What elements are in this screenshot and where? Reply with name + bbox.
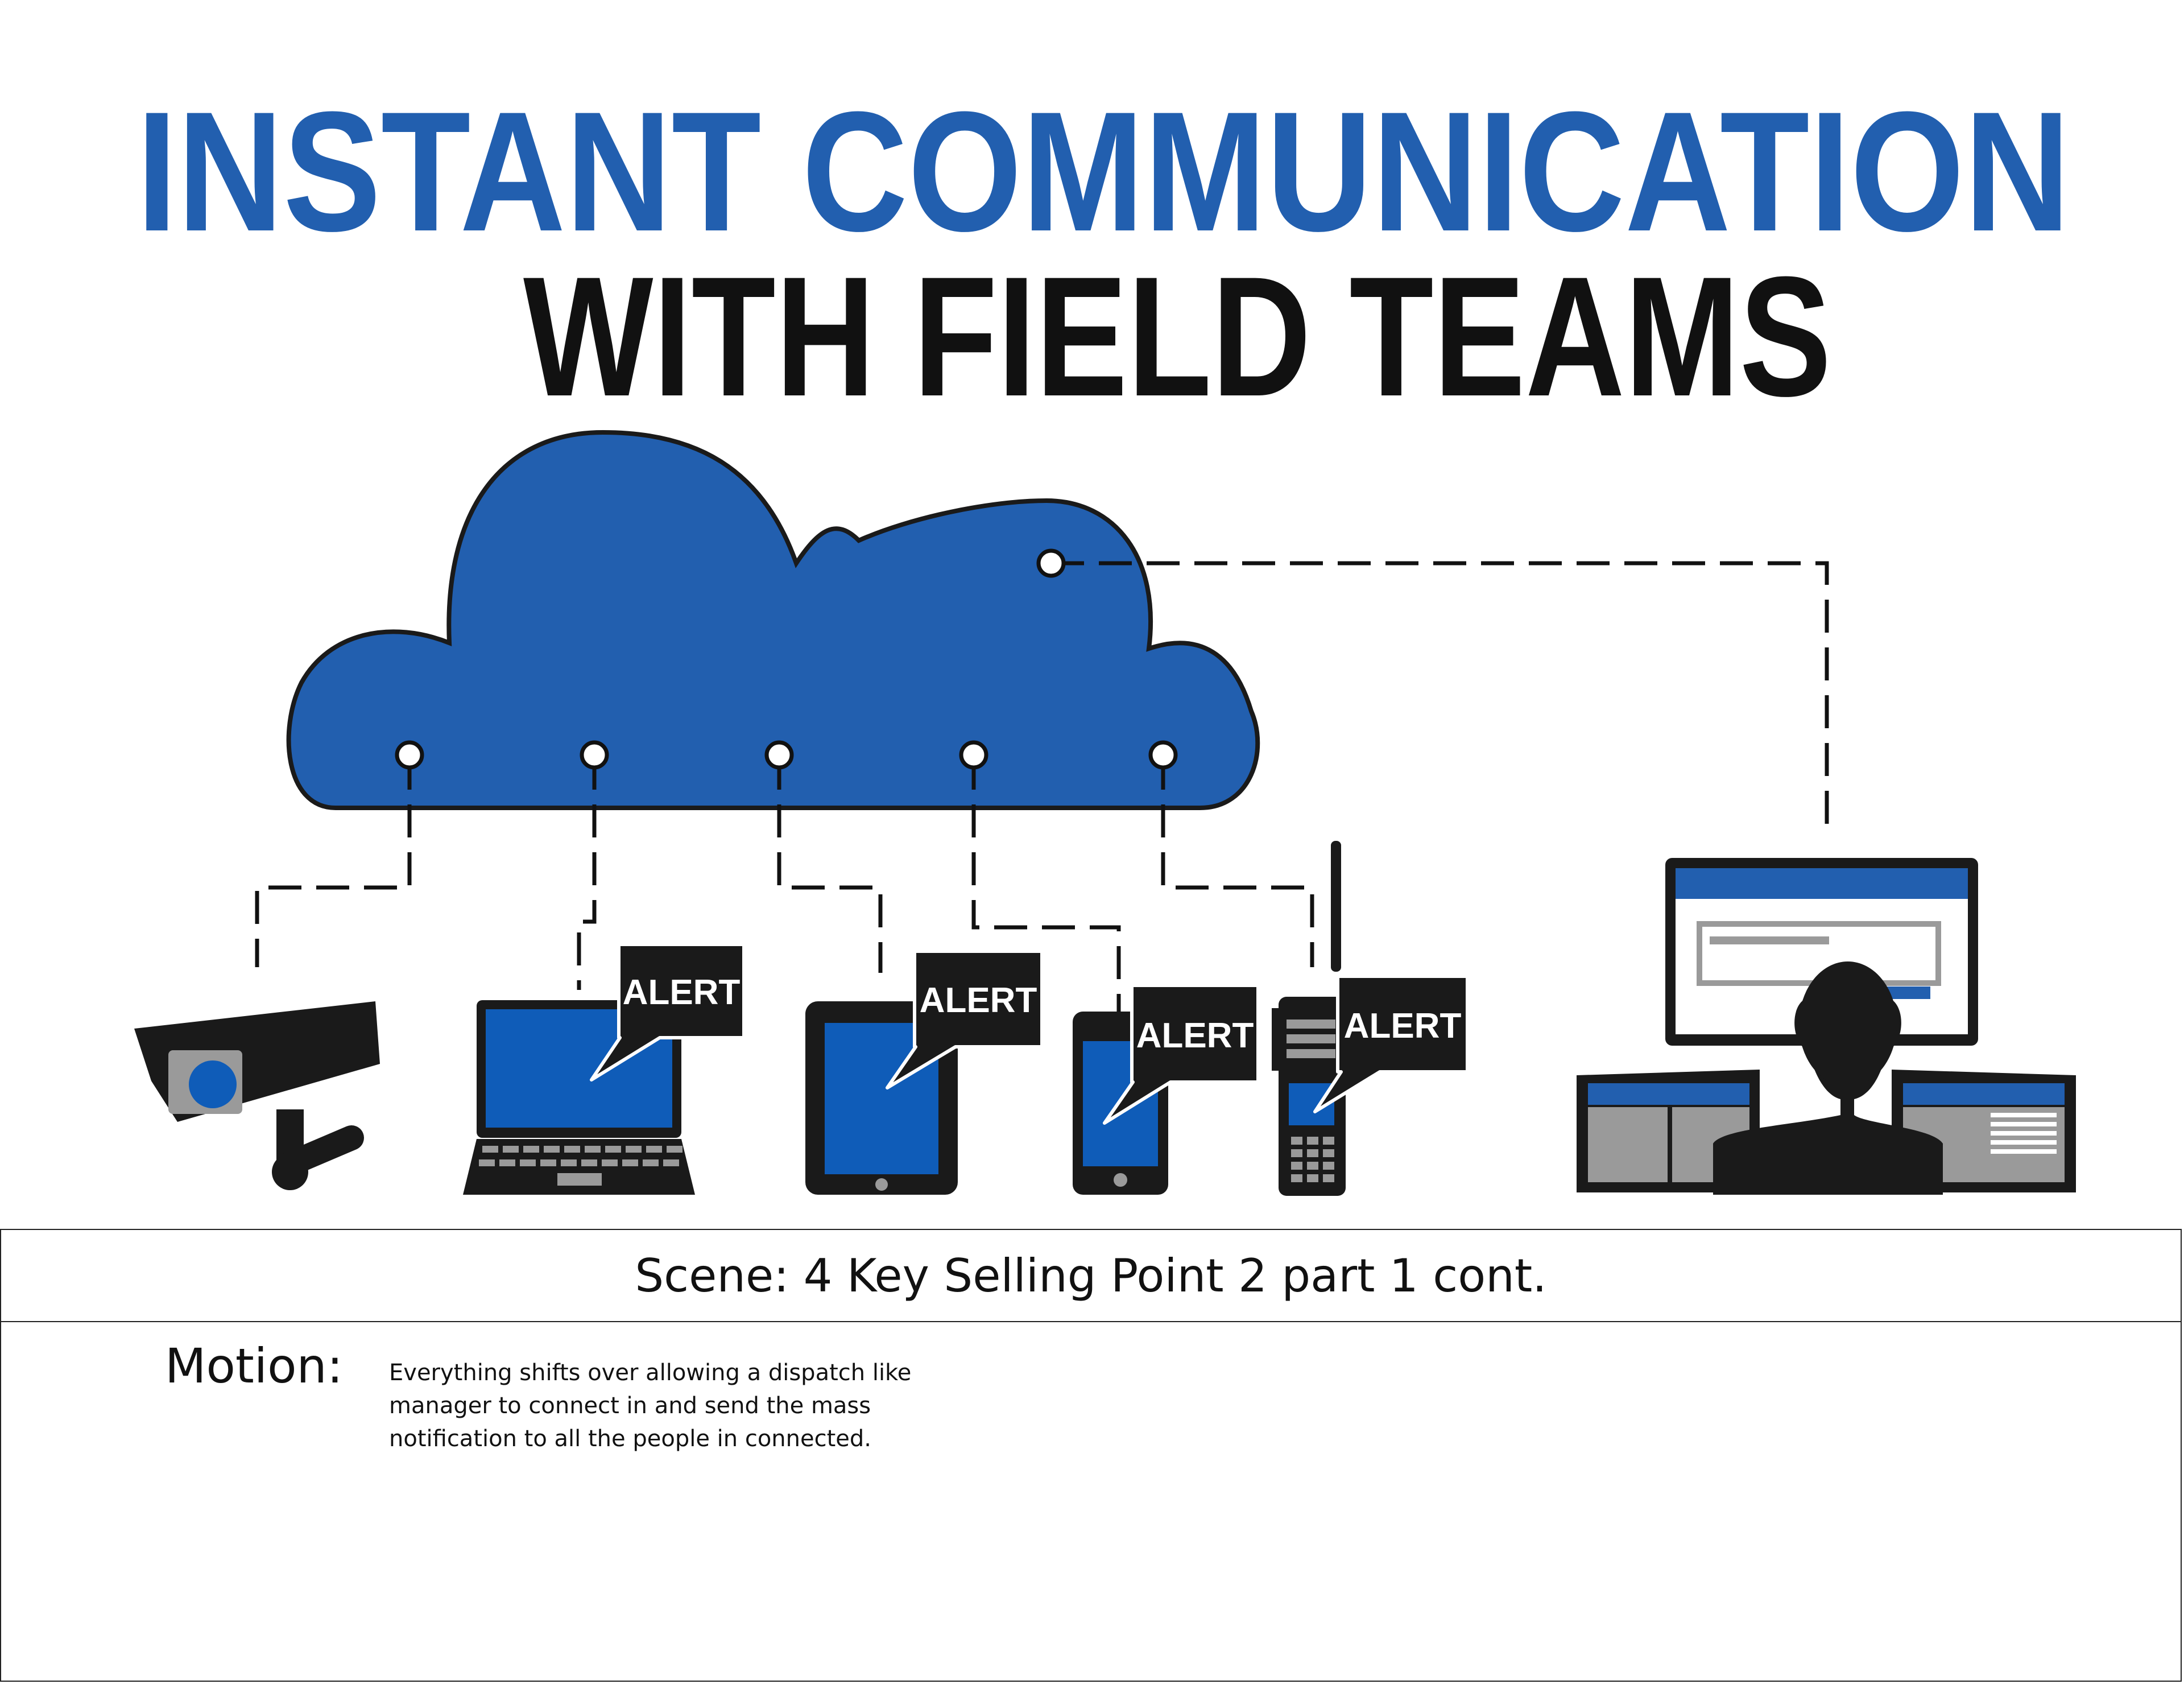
connection-radio — [1161, 757, 1314, 967]
alert-label-phone: ALERT — [1136, 1016, 1254, 1055]
node-tablet — [764, 740, 794, 770]
scene-row: Scene: 4 Key Selling Point 2 part 1 cont… — [1, 1230, 2181, 1322]
cloud-icon — [286, 430, 1260, 810]
dispatcher-workstation-icon — [1577, 858, 2076, 1195]
alert-bubble-radio: ALERT — [1313, 975, 1469, 1113]
node-phone — [959, 740, 988, 770]
connection-lines — [255, 561, 1829, 1013]
motion-label: Motion: — [165, 1338, 344, 1394]
two-way-radio-icon — [1272, 841, 1346, 1196]
connection-phone — [971, 757, 1121, 1013]
connection-camera — [255, 757, 412, 967]
scene-label: Scene: 4 Key Selling Point 2 part 1 cont… — [635, 1249, 1547, 1302]
alert-bubble-tablet: ALERT — [886, 950, 1044, 1089]
alert-label-radio: ALERT — [1344, 1006, 1462, 1046]
dispatcher-person-icon — [1713, 961, 1943, 1195]
security-camera-icon — [134, 1001, 380, 1190]
node-laptop — [580, 740, 609, 770]
alert-bubble-laptop: ALERT — [590, 943, 746, 1082]
connection-laptop — [577, 757, 597, 990]
alert-label-laptop: ALERT — [623, 973, 741, 1012]
infographic-canvas: INSTANT COMMUNICATION WITH FIELD TEAMS — [134, 76, 2076, 1196]
connection-dispatcher — [1051, 561, 1829, 831]
motion-description: Everything shifts over allowing a dispat… — [389, 1360, 912, 1452]
alert-label-tablet: ALERT — [920, 981, 1037, 1020]
connection-tablet — [777, 757, 883, 973]
title-line-2: WITH FIELD TEAMS — [523, 241, 1831, 432]
node-radio — [1148, 740, 1178, 770]
alert-bubble-phone: ALERT — [1103, 984, 1260, 1125]
title-line-1: INSTANT COMMUNICATION — [136, 76, 2070, 267]
connection-nodes — [395, 548, 1178, 770]
main-monitor — [1665, 858, 1978, 1046]
storyboard-panel: Scene: 4 Key Selling Point 2 part 1 cont… — [0, 1229, 2182, 1682]
node-camera — [395, 740, 424, 770]
node-dispatcher — [1036, 548, 1066, 578]
